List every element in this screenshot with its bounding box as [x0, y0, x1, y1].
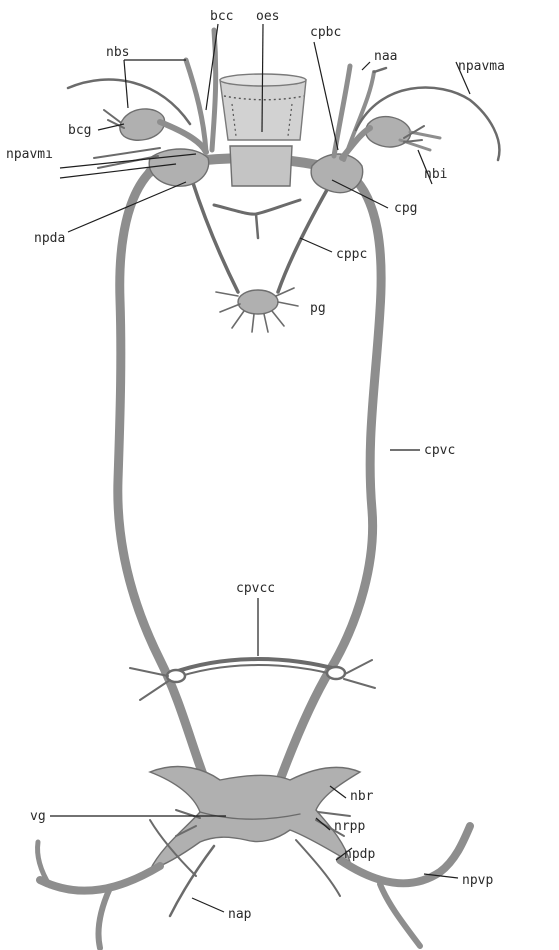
label-nbs: nbs — [106, 45, 129, 60]
label-npavmi: npavmı — [6, 147, 53, 162]
label-oes: oes — [256, 9, 279, 24]
label-nbr: nbr — [350, 789, 374, 804]
visceral-ganglion — [150, 767, 360, 870]
left-cerebral-ganglion — [149, 149, 208, 186]
label-cpvc: cpvc — [424, 443, 455, 458]
label-npda: npda — [34, 231, 65, 246]
label-cpbc: cpbc — [310, 25, 341, 40]
label-bcg: bcg — [68, 123, 91, 138]
label-cpvcc: cpvcc — [236, 581, 275, 596]
right-cerebral-ganglion — [311, 154, 363, 193]
label-npvp: npvp — [462, 873, 493, 888]
left-pleurovisceral-connective — [118, 172, 205, 780]
label-npavma: npavma — [458, 59, 505, 74]
label-cppc: cppc — [336, 247, 367, 262]
label-pg: pg — [310, 301, 326, 316]
oesophagus-tube — [230, 146, 292, 186]
label-naa: naa — [374, 49, 397, 64]
label-cpg: cpg — [394, 201, 417, 216]
left-buccal-ganglion — [120, 109, 165, 140]
label-nrpp: nrpp — [334, 819, 365, 834]
label-bcc: bcc — [210, 9, 233, 24]
label-vg: vg — [30, 809, 46, 824]
right-pleurovisceral-connective — [280, 176, 381, 780]
right-commissure-loop — [327, 667, 345, 679]
label-nbi: nbi — [424, 167, 447, 182]
label-nap: nap — [228, 907, 252, 922]
label-npdp: npdp — [344, 847, 375, 862]
left-cerebropedal-connective — [192, 180, 238, 292]
